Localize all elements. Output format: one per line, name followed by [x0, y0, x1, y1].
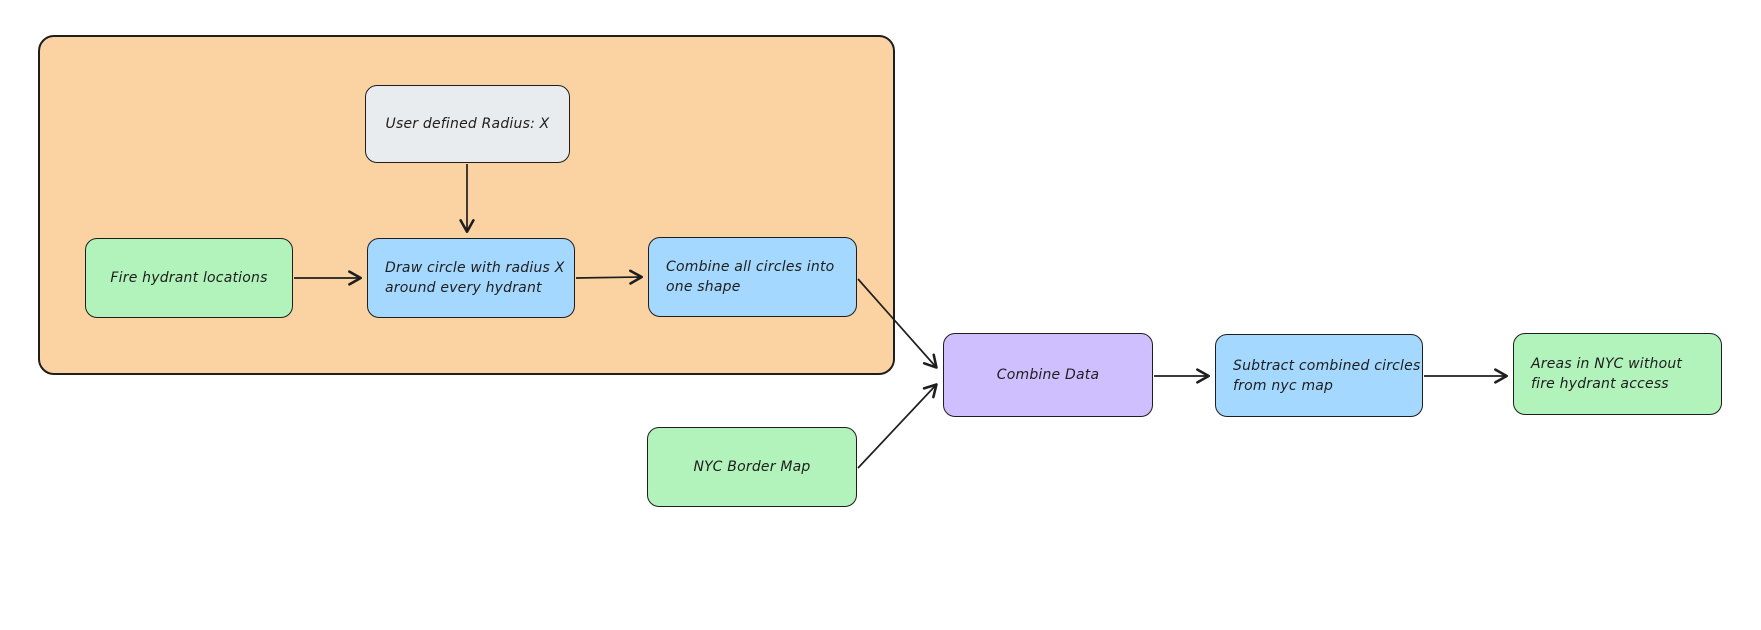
node-subtract-circles-label: Subtract combined circles from nyc map	[1233, 357, 1421, 394]
node-nyc-border-map[interactable]: NYC Border Map	[647, 427, 857, 507]
arrow-nyc-border-to-combine-data[interactable]	[857, 383, 938, 469]
node-draw-circle[interactable]: Draw circle with radius X around every h…	[367, 238, 575, 318]
node-fire-hydrant-locations-label: Fire hydrant locations	[110, 270, 268, 286]
node-combine-data[interactable]: Combine Data	[943, 333, 1153, 417]
node-subtract-circles[interactable]: Subtract combined circles from nyc map	[1215, 334, 1423, 417]
node-combine-data-label: Combine Data	[996, 367, 1100, 383]
node-draw-circle-label: Draw circle with radius X around every h…	[385, 260, 565, 296]
node-areas-without-access-label: Areas in NYC without fire hydrant access	[1531, 356, 1683, 392]
node-combine-all-circles-label: Combine all circles into one shape	[666, 259, 835, 295]
node-user-defined-radius[interactable]: User defined Radius: X	[365, 85, 570, 163]
node-areas-without-access[interactable]: Areas in NYC without fire hydrant access	[1513, 333, 1722, 415]
node-user-defined-radius-label: User defined Radius: X	[385, 116, 550, 132]
node-fire-hydrant-locations[interactable]: Fire hydrant locations	[85, 238, 293, 318]
node-nyc-border-map-label: NYC Border Map	[693, 459, 811, 475]
node-combine-all-circles[interactable]: Combine all circles into one shape	[648, 237, 857, 317]
